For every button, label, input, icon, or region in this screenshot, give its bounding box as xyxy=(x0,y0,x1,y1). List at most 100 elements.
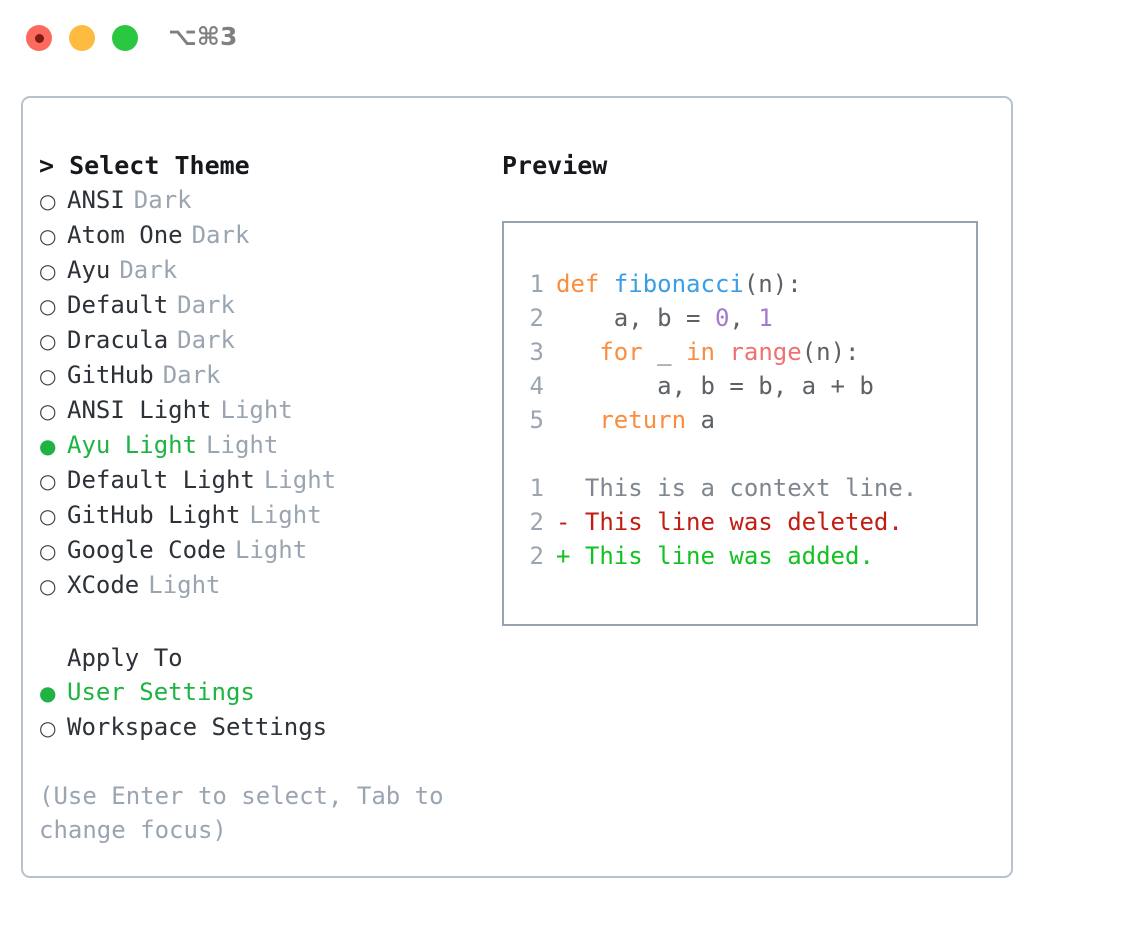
theme-kind-badge: Light xyxy=(206,431,279,459)
theme-kind-badge: Dark xyxy=(119,256,178,284)
theme-option-ansi-light[interactable]: ○ ANSI Light Light xyxy=(39,393,499,428)
line-number: 3 xyxy=(529,338,544,366)
diff-line: 1 This is a context line. xyxy=(522,471,976,505)
radio-unselected-icon: ○ xyxy=(39,574,57,598)
maximize-button[interactable] xyxy=(112,25,138,51)
code-token: fibonacci xyxy=(613,270,744,298)
theme-option-google-code[interactable]: ○ Google Code Light xyxy=(39,533,499,568)
diff-marker xyxy=(556,474,585,502)
radio-unselected-icon: ○ xyxy=(39,329,57,353)
title-bar: ⌥⌘3 xyxy=(0,0,1140,76)
theme-kind-badge: Light xyxy=(263,466,337,494)
diff-marker: - xyxy=(556,508,585,536)
code-token: 0 xyxy=(714,304,730,332)
radio-unselected-icon: ○ xyxy=(39,539,57,563)
radio-selected-icon: ● xyxy=(39,434,57,458)
theme-kind-badge: Dark xyxy=(177,291,235,319)
code-token: a, b = b, a + b xyxy=(556,372,874,400)
code-token: in xyxy=(686,338,715,366)
apply-to-option-label: User Settings xyxy=(67,678,255,706)
code-token: a, b = xyxy=(556,304,715,332)
code-diff-separator xyxy=(522,437,976,471)
close-button[interactable] xyxy=(26,25,52,51)
select-theme-heading: > Select Theme xyxy=(39,151,250,180)
code-token: def xyxy=(556,270,614,298)
diff-line: 2- This line was deleted. xyxy=(522,505,976,539)
theme-option-label: Default Light xyxy=(67,466,255,494)
section-spacer xyxy=(39,603,499,641)
theme-option-label: ANSI Light xyxy=(67,396,212,424)
theme-kind-badge: Light xyxy=(234,536,308,564)
code-token: 1 xyxy=(758,304,773,332)
line-number: 2 xyxy=(529,304,544,332)
theme-kind-badge: Dark xyxy=(191,221,250,249)
keyboard-hint-text: (Use Enter to select, Tab to change focu… xyxy=(39,782,459,844)
code-line: 5 return a xyxy=(522,403,976,437)
line-number: 5 xyxy=(529,406,544,434)
code-line: 1 def fibonacci(n): xyxy=(522,267,976,301)
radio-unselected-icon: ○ xyxy=(39,294,57,318)
apply-to-option-user-settings[interactable]: ● User Settings xyxy=(39,675,499,710)
theme-kind-badge: Light xyxy=(249,501,322,529)
preview-heading: Preview xyxy=(502,151,608,180)
code-line: 3 for _ in range(n): xyxy=(522,335,976,369)
radio-unselected-icon: ○ xyxy=(39,399,57,423)
code-token: _ xyxy=(642,338,687,366)
code-token: return xyxy=(599,406,687,434)
apply-to-option-list: ● User Settings ○ Workspace Settings xyxy=(39,675,499,745)
theme-option-ansi[interactable]: ○ ANSI Dark xyxy=(39,183,499,218)
theme-kind-badge: Dark xyxy=(133,186,192,214)
radio-unselected-icon: ○ xyxy=(39,364,57,388)
apply-to-option-label: Workspace Settings xyxy=(67,713,328,741)
code-token: (n): xyxy=(801,338,860,366)
theme-option-label: GitHub Light xyxy=(67,501,241,529)
radio-unselected-icon: ○ xyxy=(39,189,57,213)
code-token: a xyxy=(686,406,715,434)
theme-option-github[interactable]: ○ GitHub Dark xyxy=(39,358,499,393)
diff-marker: + xyxy=(556,542,585,570)
theme-option-label: GitHub xyxy=(67,361,154,389)
line-number: 2 xyxy=(529,542,544,570)
theme-option-label: Ayu Light xyxy=(67,431,198,459)
theme-option-default-light[interactable]: ○ Default Light Light xyxy=(39,463,499,498)
code-token: , xyxy=(729,304,759,332)
window-controls xyxy=(26,25,138,51)
code-token: (n): xyxy=(743,270,802,298)
theme-option-label: Atom One xyxy=(67,221,183,249)
code-token: for xyxy=(599,338,643,366)
minimize-button[interactable] xyxy=(69,25,95,51)
theme-option-ayu-light[interactable]: ● Ayu Light Light xyxy=(39,428,499,463)
theme-kind-badge: Light xyxy=(220,396,293,424)
code-token xyxy=(556,406,599,434)
code-token xyxy=(715,338,729,366)
line-number: 1 xyxy=(529,474,544,502)
apply-to-option-workspace-settings[interactable]: ○ Workspace Settings xyxy=(39,710,499,745)
theme-option-label: Google Code xyxy=(67,536,226,564)
theme-kind-badge: Light xyxy=(148,571,221,599)
radio-unselected-icon: ○ xyxy=(39,716,57,740)
line-number: 1 xyxy=(529,270,544,298)
code-line: 2 a, b = 0, 1 xyxy=(522,301,976,335)
theme-option-label: ANSI xyxy=(67,186,125,214)
radio-selected-icon: ● xyxy=(39,681,57,705)
line-number: 2 xyxy=(529,508,544,536)
theme-kind-badge: Dark xyxy=(162,361,221,389)
theme-option-label: Dracula xyxy=(67,326,169,354)
diff-line: 2+ This line was added. xyxy=(522,539,976,573)
diff-text: This is a context line. xyxy=(584,474,918,502)
diff-text: This line was deleted. xyxy=(584,508,903,536)
radio-unselected-icon: ○ xyxy=(39,469,57,493)
